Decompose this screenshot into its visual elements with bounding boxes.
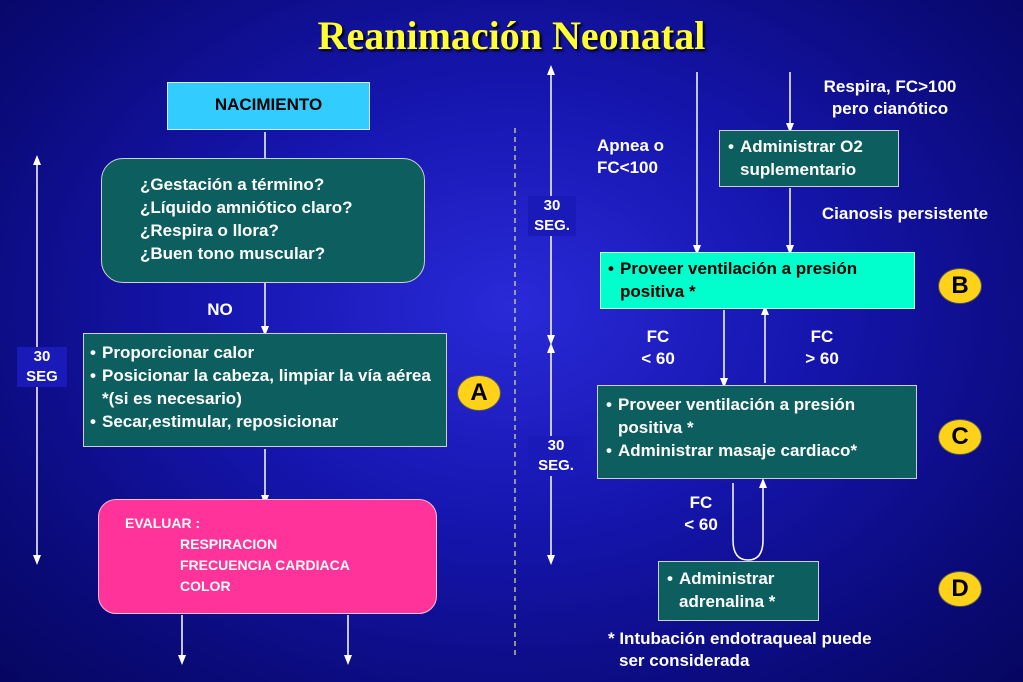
left-time-label: 30 SEG bbox=[17, 347, 67, 387]
fc-gt60-label: FC > 60 bbox=[805, 327, 839, 368]
box-c-item: Proveer ventilación a presión positiva * bbox=[606, 393, 912, 439]
right-time-label-top: 30 SEG. bbox=[528, 196, 576, 236]
box-c-item: Administrar masaje cardiaco* bbox=[606, 439, 912, 462]
fc-lt60-label: FC < 60 bbox=[641, 327, 675, 368]
cianosis-label: Cianosis persistente bbox=[821, 204, 989, 223]
box-b-item: Proveer ventilación a presión positiva * bbox=[608, 257, 910, 303]
no-label: NO bbox=[207, 300, 233, 319]
badge-b: B bbox=[938, 268, 982, 304]
footnote: * Intubación endotraqueal puede ser cons… bbox=[608, 629, 872, 670]
steps-a-box: Proporcionar calor Posicionar la cabeza,… bbox=[83, 333, 447, 447]
nacimiento-box: NACIMIENTO bbox=[167, 82, 370, 130]
question-item: ¿Respira o llora? bbox=[140, 221, 279, 240]
question-item: ¿Buen tono muscular? bbox=[140, 244, 326, 263]
question-item: ¿Gestación a término? bbox=[140, 175, 325, 194]
respira-label: Respira, FC>100 pero cianótico bbox=[823, 77, 957, 118]
badge-d: D bbox=[938, 571, 982, 607]
evaluar-heading: EVALUAR : bbox=[125, 515, 201, 531]
right-time-label-bottom: 30 SEG. bbox=[528, 436, 584, 476]
step-a-item: Proporcionar calor bbox=[90, 341, 438, 364]
page-title: Reanimación Neonatal bbox=[317, 13, 706, 58]
box-d-item: Administrar adrenalina * bbox=[667, 567, 814, 613]
box-d: Administrar adrenalina * bbox=[658, 561, 819, 621]
questions-box: ¿Gestación a término? ¿Líquido amniótico… bbox=[101, 158, 425, 283]
evaluar-box: EVALUAR : RESPIRACION FRECUENCIA CARDIAC… bbox=[98, 499, 437, 614]
fc-lt60-label-2: FC < 60 bbox=[684, 493, 718, 534]
step-a-item: Posicionar la cabeza, limpiar la vía aér… bbox=[90, 364, 438, 410]
evaluar-item: RESPIRACION bbox=[180, 536, 278, 552]
evaluar-item: COLOR bbox=[180, 578, 231, 594]
box-c: Proveer ventilación a presión positiva *… bbox=[597, 385, 917, 479]
question-item: ¿Líquido amniótico claro? bbox=[140, 198, 353, 217]
box-b: Proveer ventilación a presión positiva * bbox=[600, 252, 915, 309]
badge-c: C bbox=[938, 419, 982, 455]
apnea-label: Apnea o FC<100 bbox=[597, 136, 665, 177]
badge-a: A bbox=[457, 375, 501, 411]
nacimiento-label: NACIMIENTO bbox=[214, 95, 323, 114]
step-a-item: Secar,estimular, reposicionar bbox=[90, 410, 438, 433]
evaluar-item: FRECUENCIA CARDIACA bbox=[180, 557, 350, 573]
arrow-c-d-loop bbox=[732, 478, 767, 561]
